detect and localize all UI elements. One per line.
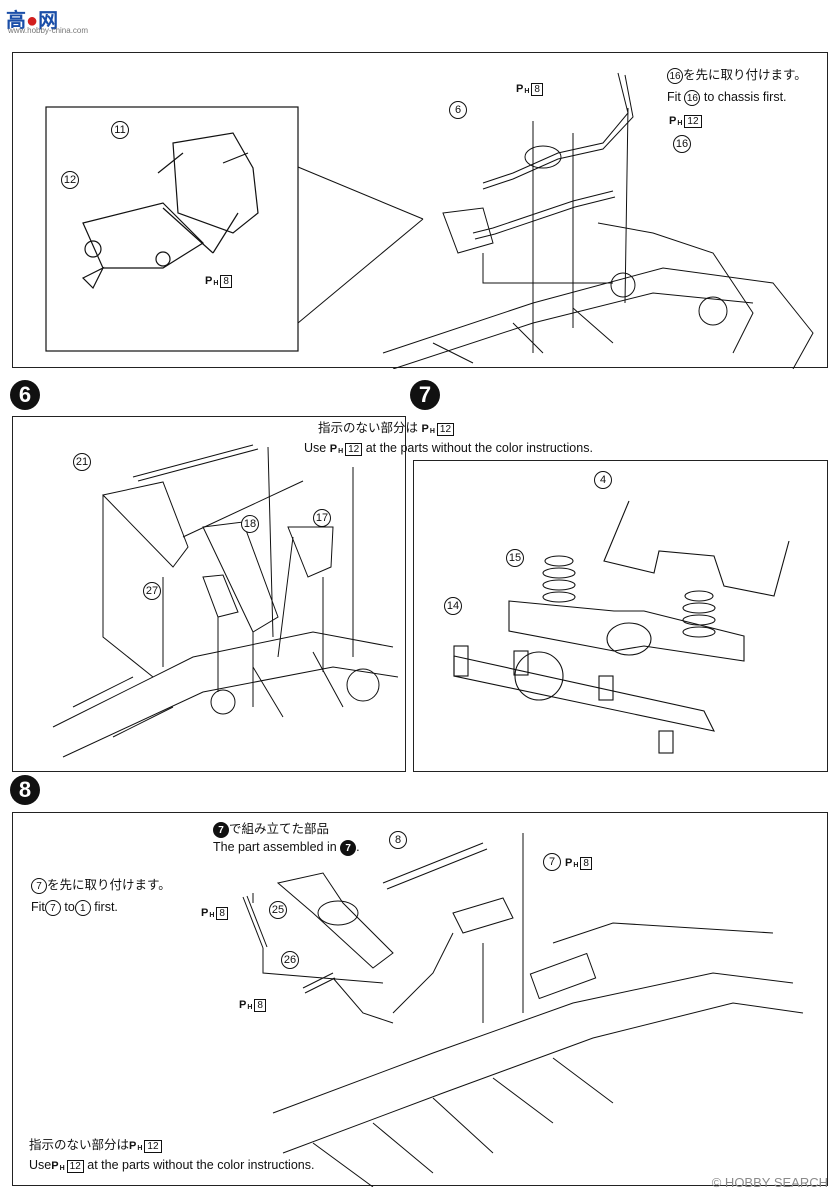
hobby-search-watermark: © HOBBY SEARCH [711,1175,828,1190]
fit-16-note-en: Fit 16 to chassis first. [667,89,787,106]
callout-part-15: 15 [506,549,524,567]
circled-16: 16 [667,67,683,84]
step-8-number: 8 [10,775,40,805]
circled-7-black-en: 7 [340,839,357,856]
circled-7-black: 7 [213,821,229,838]
hobby-china-logo: 高●网 www.hobby-china.com [6,4,88,35]
circled-16-en: 16 [684,89,701,106]
circled-7: 7 [31,877,47,894]
circled-1-en: 1 [74,899,91,916]
callout-part-4: 4 [594,471,612,489]
step-7-number: 7 [410,380,440,410]
logo-char-b: 网 [38,10,59,32]
callout-part-16: 16 [673,135,691,153]
circled-7-en: 7 [44,899,61,916]
step-8-drawing [242,833,804,1187]
logo-url: www.hobby-china.com [8,26,89,35]
callout-part-21: 21 [73,453,91,471]
top-step-drawing [45,72,814,369]
logo-char-a: 高 [6,10,26,32]
step-6-number: 6 [10,380,40,410]
callout-part-26: 26 [281,951,299,969]
callout-part-25: 25 [269,901,287,919]
step-6-drawing [52,444,399,758]
callout-part-7: 7 [543,853,561,871]
callout-part-11: 11 [111,121,129,139]
callout-part-14: 14 [444,597,462,615]
callout-part-6: 6 [449,101,467,119]
callout-part-27: 27 [143,582,161,600]
callout-part-18: 18 [241,515,259,533]
callout-part-17: 17 [313,509,331,527]
logo-dot: ● [26,10,39,32]
callout-part-12: 12 [61,171,79,189]
assembled-part-note-en: The part assembled in 7. [213,839,360,856]
callout-part-8: 8 [389,831,407,849]
step-7-panel: 4 15 14 [413,460,828,772]
step-7-drawing [453,500,790,754]
step-6-panel: 21 18 17 27 [12,416,406,772]
